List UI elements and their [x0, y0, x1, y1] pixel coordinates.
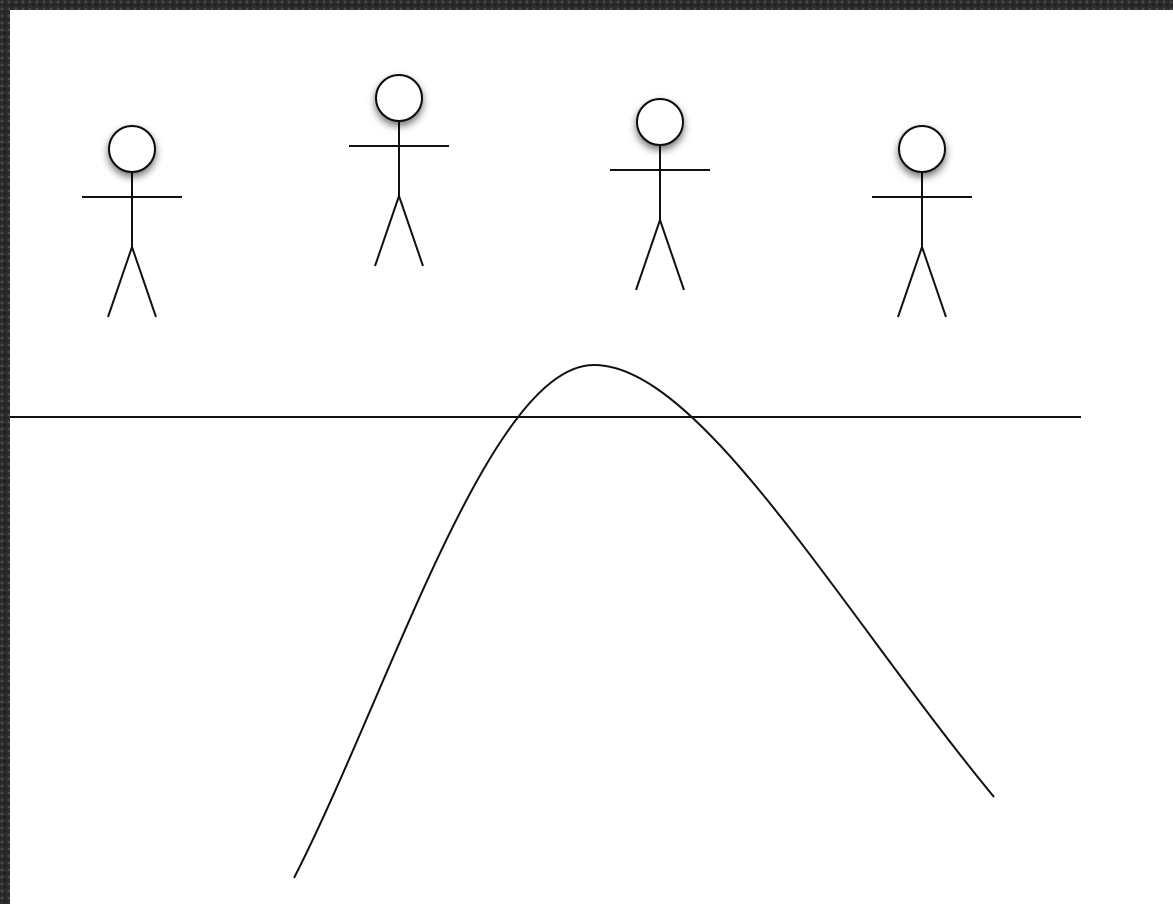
figure-right-leg — [398, 195, 424, 267]
figure-right-leg — [659, 219, 685, 291]
figure-right-leg — [131, 246, 157, 318]
figure-head — [898, 125, 946, 173]
stick-figure-4 — [872, 125, 972, 318]
stick-figure-2 — [349, 74, 449, 267]
figure-left-leg — [107, 246, 133, 318]
figure-left-leg — [374, 195, 400, 267]
stick-figure-3 — [610, 98, 710, 291]
diagram-svg — [10, 74, 1081, 879]
hump-curve — [293, 363, 995, 879]
figure-right-leg — [921, 246, 947, 318]
stick-figures — [82, 74, 972, 318]
figure-left-leg — [635, 219, 661, 291]
figure-head — [108, 125, 156, 173]
stick-figure-1 — [82, 125, 182, 318]
diagram-canvas — [10, 10, 1173, 904]
figure-head — [636, 98, 684, 146]
figure-head — [375, 74, 423, 122]
figure-left-leg — [897, 246, 923, 318]
